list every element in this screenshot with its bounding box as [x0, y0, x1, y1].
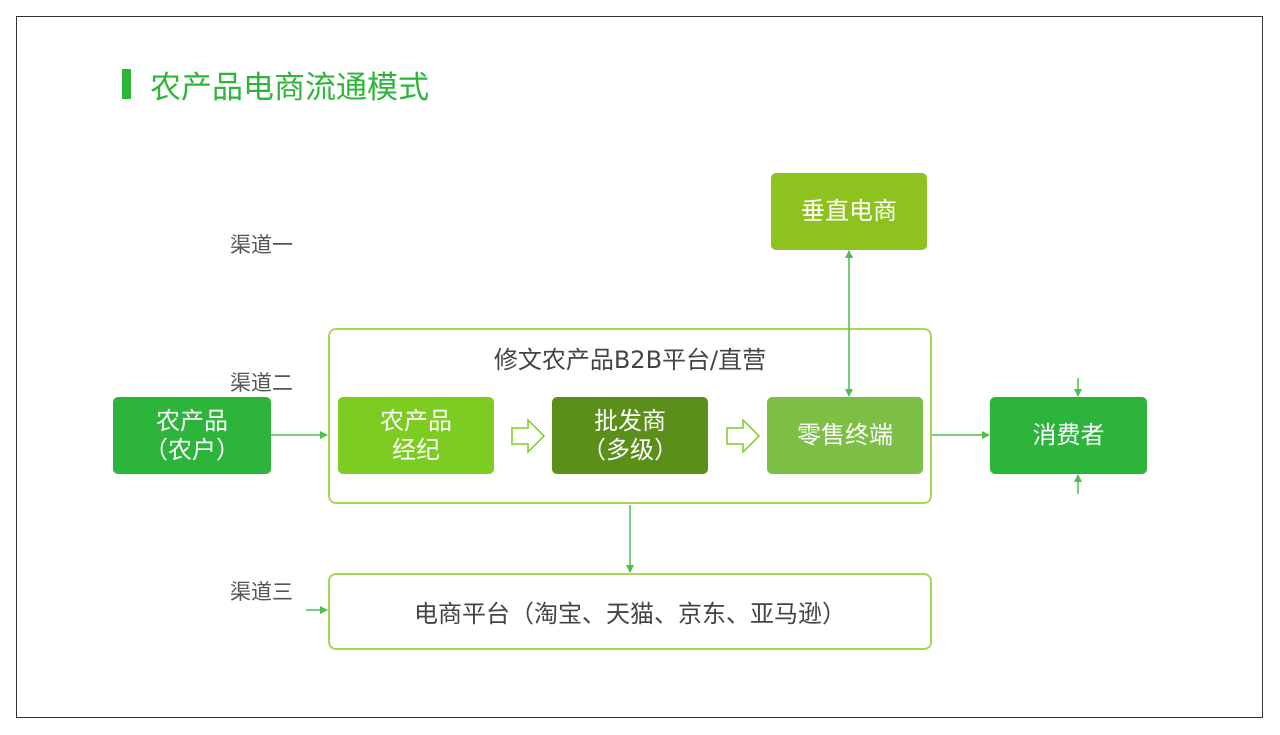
channel-three-label: 渠道三 — [230, 580, 293, 604]
page-title: 农产品电商流通模式 — [150, 70, 429, 106]
wholesaler-node-line2: （多级） — [582, 435, 678, 464]
wholesaler-to-retail-arrow — [726, 418, 761, 454]
consumer-node: 消费者 — [990, 397, 1147, 474]
broker-node-line2: 经纪 — [392, 435, 440, 464]
ecommerce-platform-box — [328, 573, 932, 650]
channel-one-label: 渠道一 — [230, 233, 293, 257]
farmer-node-line1: 农产品 — [156, 406, 228, 435]
wholesaler-node: 批发商 （多级） — [552, 397, 708, 474]
broker-node-line1: 农产品 — [380, 406, 452, 435]
wholesaler-node-line1: 批发商 — [594, 406, 666, 435]
vertical-ecommerce-node: 垂直电商 — [771, 173, 927, 250]
farmer-node: 农产品 （农户） — [113, 397, 271, 474]
slide-frame — [16, 16, 1263, 718]
b2b-platform-group — [328, 328, 932, 504]
farmer-node-line2: （农户） — [144, 435, 240, 464]
channel-two-label: 渠道二 — [230, 371, 293, 395]
ecommerce-platform-label: 电商平台（淘宝、天猫、京东、亚马逊） — [414, 600, 846, 628]
broker-to-wholesaler-arrow — [511, 418, 546, 454]
title-accent-bar — [122, 69, 131, 99]
retail-node: 零售终端 — [767, 397, 923, 474]
b2b-platform-label: 修文农产品B2B平台/直营 — [493, 346, 767, 374]
broker-node: 农产品 经纪 — [338, 397, 494, 474]
